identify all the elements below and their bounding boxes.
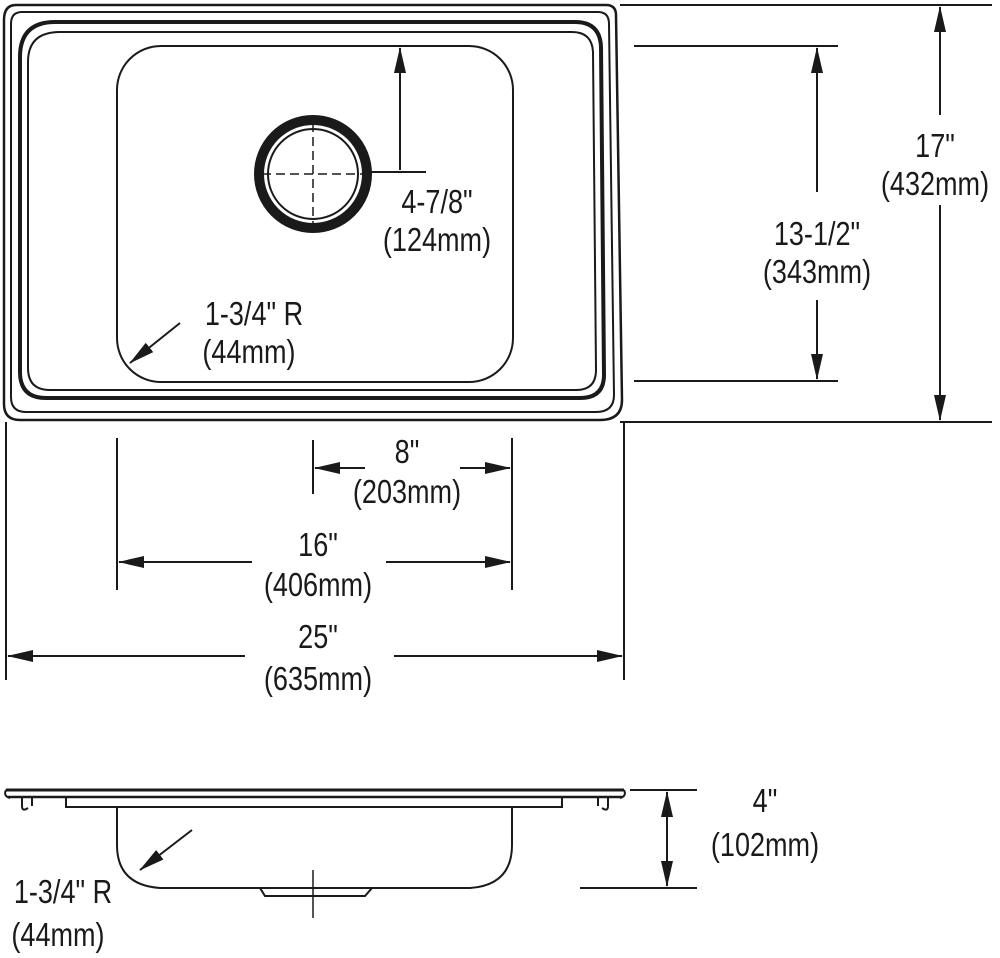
side-rim: [4, 788, 626, 811]
bowl-height-in: 4": [753, 784, 778, 820]
bowl-height-mm: (102mm): [711, 828, 819, 864]
sink-rim: [18, 20, 607, 400]
drain-center-in: 8": [395, 435, 420, 471]
bowl-width-in: 16": [298, 528, 338, 564]
corner-radius-top-in: 1-3/4" R: [205, 297, 303, 333]
sink-outline: [2, 3, 624, 422]
side-view: [4, 788, 626, 918]
bowl-depth-mm: (343mm): [763, 255, 871, 291]
side-drain-icon: [259, 887, 373, 897]
drain-offset-mm: (124mm): [383, 223, 491, 259]
dimension-lines: [5, 4, 992, 889]
overall-depth-mm: (432mm): [881, 167, 989, 203]
dimension-labels: 17" (432mm) 13-1/2" (343mm) 4-7/8" (124m…: [11, 129, 989, 954]
bowl-width-mm: (406mm): [264, 568, 372, 604]
side-bowl-outline: [116, 807, 513, 889]
top-view: [2, 3, 624, 422]
bowl-depth-in: 13-1/2": [774, 217, 860, 253]
drain-center-mm: (203mm): [353, 475, 461, 511]
corner-radius-top-mm: (44mm): [202, 335, 295, 371]
corner-radius-side-in: 1-3/4" R: [14, 875, 112, 911]
drain-offset-in: 4-7/8": [401, 185, 472, 221]
overall-width-mm: (635mm): [264, 662, 372, 698]
overall-depth-in: 17": [915, 129, 955, 165]
overall-width-in: 25": [298, 620, 338, 656]
drain-icon: [254, 115, 372, 233]
bowl-outline: [116, 45, 514, 383]
corner-radius-side-mm: (44mm): [11, 918, 104, 954]
